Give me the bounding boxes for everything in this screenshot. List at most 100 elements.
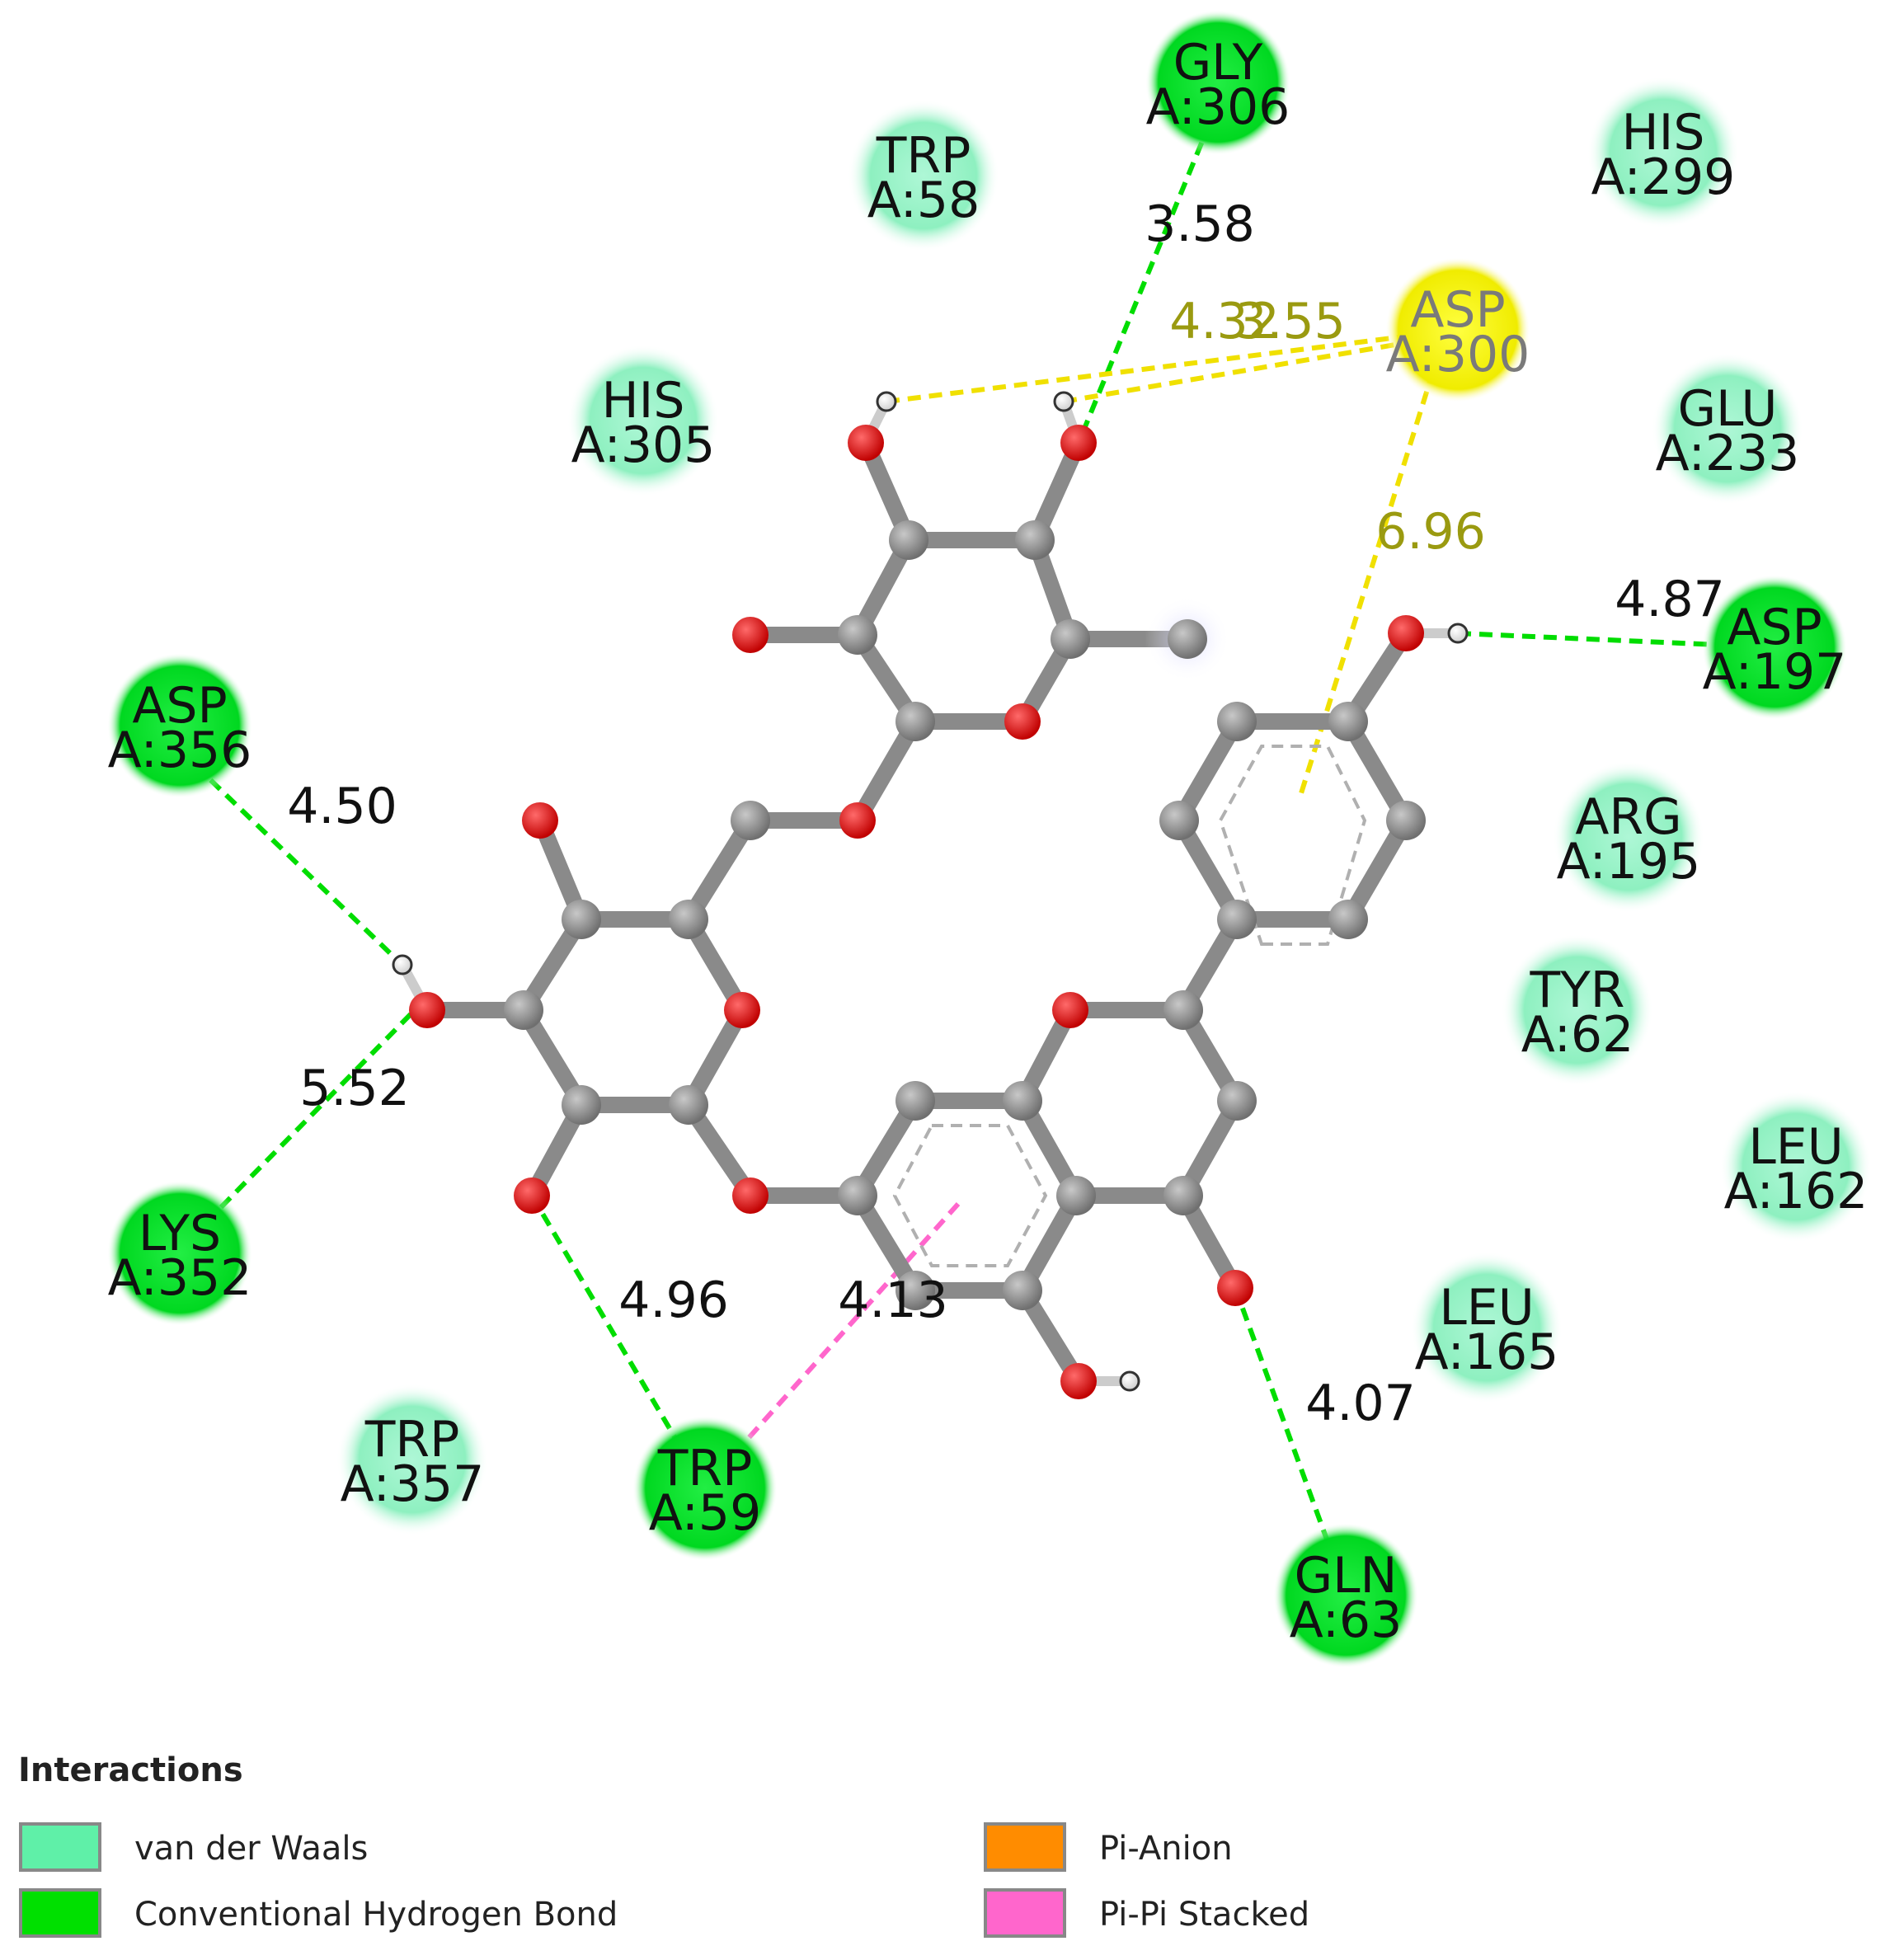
legend-swatch-pi-anion	[984, 1822, 1066, 1872]
residue-chain: A:305	[571, 416, 716, 474]
oxygen-atom	[1052, 992, 1088, 1028]
legend-label-pi-anion: Pi-Anion	[1099, 1830, 1233, 1868]
legend-swatch-vdw	[19, 1822, 101, 1872]
residue-chain: A:197	[1703, 643, 1847, 701]
residue-name: TRP	[364, 1411, 460, 1469]
oxygen-atom	[724, 992, 760, 1028]
residue-chain: A:357	[341, 1455, 485, 1513]
residue-chain: A:165	[1415, 1323, 1559, 1381]
legend-title: Interactions	[18, 1751, 243, 1789]
oxygen-atom	[1060, 425, 1097, 461]
distance-label-asp197: 4.87	[1615, 571, 1725, 628]
residue-name: LEU	[1748, 1118, 1843, 1176]
residue-disc	[1553, 761, 1704, 913]
residue-chain: A:162	[1724, 1163, 1869, 1220]
legend-item-vdw: van der Waals	[19, 1822, 368, 1872]
legend-label-vdw: van der Waals	[134, 1830, 368, 1868]
residue-name: ASP	[132, 677, 227, 735]
ligand-bonds	[397, 397, 1463, 1389]
residue-name: TRP	[876, 127, 971, 185]
residue-disc	[1385, 257, 1530, 402]
oxygen-atom	[732, 617, 769, 653]
legend-label-hbond: Conventional Hydrogen Bond	[134, 1896, 618, 1934]
oxygen-atom	[848, 425, 884, 461]
residue-disc	[1702, 575, 1847, 720]
residue-disc	[632, 1416, 778, 1561]
residue-disc	[1411, 1252, 1563, 1403]
distance-label-gly306: 3.58	[1145, 195, 1255, 253]
oxygen-atom	[1217, 1270, 1253, 1306]
legend-label-pi-pi: Pi-Pi Stacked	[1099, 1896, 1309, 1934]
distance-label-asp356: 4.50	[287, 778, 397, 835]
residue-chain: A:352	[108, 1249, 252, 1307]
legend-swatch-hbond	[19, 1888, 101, 1938]
residue-chain: A:58	[867, 172, 980, 229]
residue-name: ASP	[1410, 281, 1505, 339]
oxygen-atom	[409, 992, 445, 1028]
aromatic-rings	[892, 745, 1367, 1267]
residue-disc	[848, 100, 999, 251]
residue-chain: A:306	[1146, 78, 1290, 136]
pi-pi-line-trp59	[723, 1201, 961, 1466]
legend-swatch-pi-pi	[984, 1888, 1066, 1938]
hbond-line-asp356	[177, 748, 413, 975]
distance-label-asp300-ring: 6.96	[1375, 503, 1486, 561]
residue-disc	[107, 1181, 252, 1326]
residue-chain: A:233	[1656, 425, 1800, 482]
residue-disc	[1273, 1523, 1418, 1668]
pi-anion-line-asp300-ring	[1299, 370, 1436, 794]
residue-chain: A:63	[1290, 1591, 1403, 1649]
residue-disc	[1720, 1091, 1872, 1243]
residue-disc	[336, 1384, 488, 1535]
residue-chain: A:62	[1521, 1006, 1634, 1064]
residue-name: TYR	[1530, 961, 1625, 1019]
residue-name: GLU	[1678, 380, 1778, 438]
residue-chain: A:356	[108, 721, 252, 779]
residue-name: LYS	[139, 1205, 221, 1262]
residues-layer: GLYA:306TRPA:58HISA:299ASPA:300HISA:305G…	[107, 10, 1872, 1668]
residue-name: ARG	[1575, 788, 1681, 846]
distance-label-trp59: 4.96	[618, 1271, 729, 1329]
residue-name: GLY	[1173, 34, 1263, 92]
residue-chain: A:299	[1591, 148, 1736, 206]
residue-disc	[567, 345, 719, 496]
oxygen-atom	[1004, 703, 1041, 740]
oxygen-atom	[1388, 615, 1424, 651]
residue-disc	[1145, 10, 1290, 155]
residue-name: HIS	[1622, 104, 1705, 162]
distance-label-trp59-pi: 4.13	[838, 1271, 948, 1329]
residue-name: LEU	[1439, 1279, 1534, 1337]
residue-chain: A:195	[1557, 833, 1701, 891]
residue-name: HIS	[602, 372, 685, 430]
oxygen-atom	[514, 1177, 550, 1214]
distance-labels: 3.58 4.32 3.55 6.96 4.87 4.50 5.52 4.96 …	[287, 195, 1725, 1432]
distance-label-asp300-o1: 4.32	[1169, 293, 1280, 350]
distance-label-lys352: 5.52	[299, 1060, 410, 1117]
residue-disc	[107, 653, 252, 798]
oxygen-atom	[1060, 1363, 1097, 1399]
hbond-line-lys352	[177, 1012, 413, 1252]
residue-name: ASP	[1727, 599, 1822, 656]
oxygen-atom	[732, 1177, 769, 1214]
residue-disc	[1587, 77, 1739, 228]
distance-label-gln63: 4.07	[1305, 1375, 1416, 1432]
distance-label-asp300-o2: 3.55	[1235, 293, 1346, 350]
pi-anion-line-asp300-o1	[886, 327, 1459, 404]
legend-item-pi-anion: Pi-Anion	[984, 1822, 1233, 1872]
oxygen-atom	[522, 802, 558, 839]
